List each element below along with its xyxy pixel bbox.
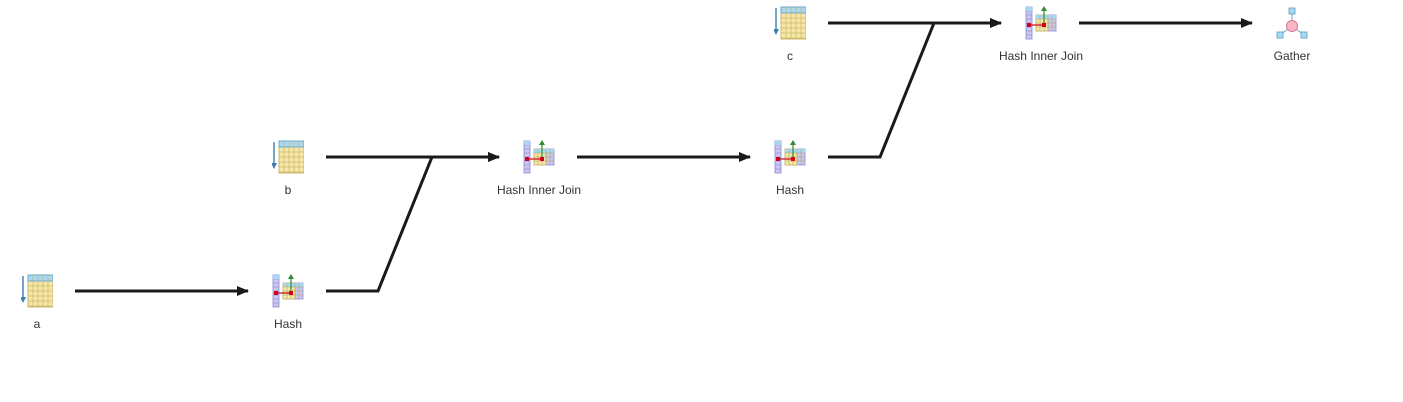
hash-join-icon	[523, 140, 555, 174]
node-hash-inner-join-top[interactable]: Hash Inner Join	[991, 6, 1091, 66]
edges	[75, 18, 1253, 296]
edge-hash-low-to-join-mid	[326, 152, 500, 293]
node-label: c	[787, 49, 793, 63]
table-scan-icon	[20, 274, 54, 308]
node-hash-mid[interactable]: Hash	[740, 140, 840, 200]
node-label: Hash	[775, 183, 804, 197]
node-hash-inner-join-mid[interactable]: Hash Inner Join	[489, 140, 589, 200]
node-label: b	[284, 183, 292, 197]
hash-icon	[272, 274, 304, 308]
gather-icon	[1276, 6, 1308, 40]
node-scan-c[interactable]: c	[740, 6, 840, 66]
node-label: Hash	[273, 317, 302, 331]
node-label: Hash Inner Join	[496, 183, 582, 197]
node-label: Hash Inner Join	[998, 49, 1084, 63]
node-scan-b[interactable]: b	[238, 140, 338, 200]
node-label: Gather	[1273, 49, 1311, 63]
node-gather[interactable]: Gather	[1242, 6, 1342, 66]
node-label: a	[33, 317, 41, 331]
table-scan-icon	[271, 140, 305, 174]
table-scan-icon	[773, 6, 807, 40]
hash-join-icon	[1025, 6, 1057, 40]
node-scan-a[interactable]: a	[0, 274, 87, 334]
node-hash-low[interactable]: Hash	[238, 274, 338, 334]
hash-icon	[774, 140, 806, 174]
edge-hash-mid-to-join-top	[828, 18, 1002, 159]
